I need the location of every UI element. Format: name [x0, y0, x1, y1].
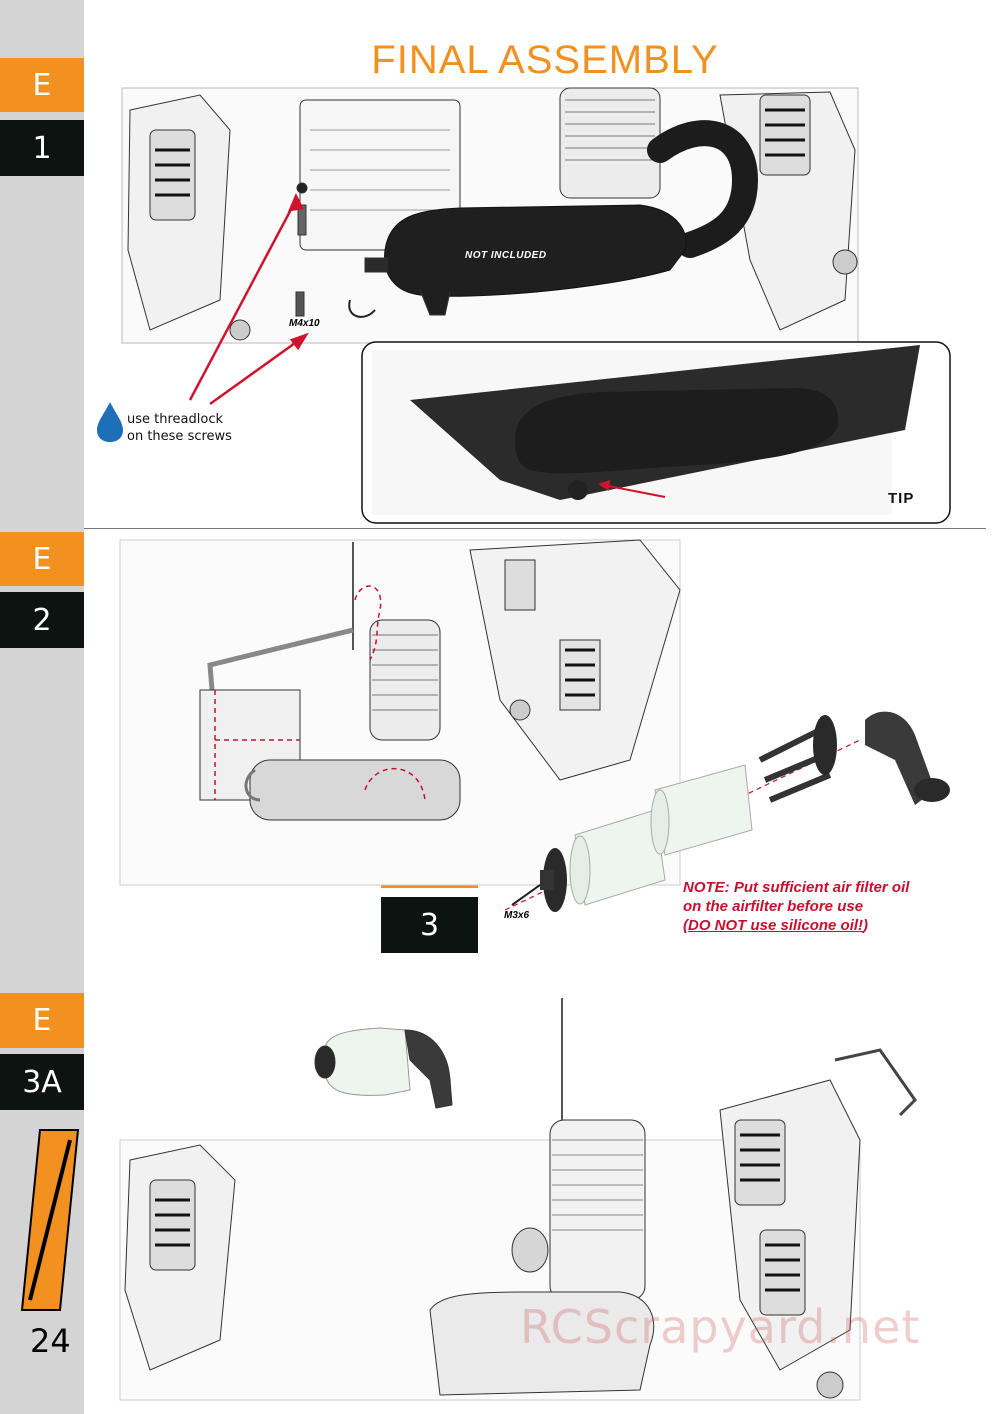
note-line-3: (DO NOT use silicone oil!) — [683, 916, 909, 935]
step3-airfilter-illustration — [504, 711, 950, 912]
watermark: RCScrapyard.net — [520, 1300, 921, 1354]
note-line-1: NOTE: Put sufficient air filter oil — [683, 879, 910, 896]
note-line-2: on the airfilter before use — [683, 898, 864, 915]
m3x6-screw-label: M3x6 — [504, 910, 530, 921]
page-title: FINAL ASSEMBLY — [371, 38, 719, 82]
threadlock-line-2: on these screws — [127, 429, 232, 444]
step-e3-number: 3 — [381, 897, 478, 953]
step2-chassis-illustration — [119, 539, 681, 886]
threadlock-note: use threadlock on these screws — [127, 411, 232, 445]
note-silicone-warning: DO NOT use silicone oil! — [688, 917, 864, 934]
threadlock-drop-icon — [97, 402, 123, 442]
step3a-chassis-illustration — [119, 998, 917, 1401]
threadlock-arrows — [188, 193, 309, 406]
note-paren-close: ) — [863, 917, 869, 934]
step-e1-letter: E — [0, 58, 84, 112]
threadlock-line-1: use threadlock — [127, 412, 223, 427]
step2-routing-dashed — [214, 585, 426, 801]
model-logo — [20, 1129, 80, 1311]
step-e1-number: 1 — [0, 120, 84, 176]
tip-label: TIP — [888, 490, 915, 507]
tip-inset — [361, 341, 951, 524]
step1-chassis-illustration — [121, 87, 859, 344]
airfilter-oil-note: NOTE: Put sufficient air filter oil on t… — [683, 878, 909, 935]
step-e3a-number: 3A — [0, 1054, 84, 1110]
step-e3a-letter: E — [0, 993, 84, 1048]
step-e2-letter: E — [0, 532, 84, 586]
note-paren-open: ( — [683, 917, 688, 934]
m4x10-screw-label: M4x10 — [289, 318, 320, 329]
page-number: 24 — [30, 1322, 71, 1360]
section-divider — [84, 528, 986, 529]
pipe-not-included-label: NOT INCLUDED — [465, 250, 547, 261]
step-e2-number: 2 — [0, 592, 84, 648]
